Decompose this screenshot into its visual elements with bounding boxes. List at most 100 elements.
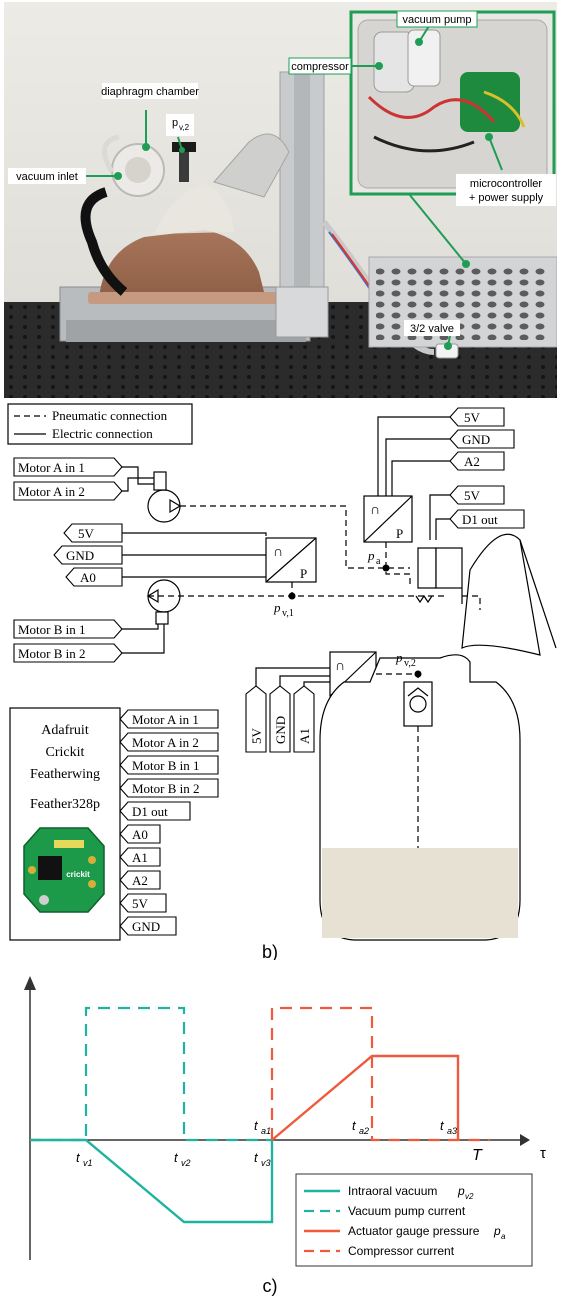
setup-photo-illustration: vacuum pump compressor diaphragm chamber… (4, 2, 557, 398)
wire-5v-sensor-v2 (255, 667, 330, 686)
tag-a0-left (65, 567, 123, 587)
board-tag-a1 (119, 847, 161, 867)
sensor-pa-diag (363, 495, 413, 543)
tick-ta2-sub: a2 (359, 1126, 369, 1136)
board-tag-a2 (119, 870, 161, 890)
schematic-svg: Pneumatic connection Electric connection… (7, 403, 557, 962)
tag-gnd-vertical (269, 685, 291, 753)
pin-label-5v-left: 5V (78, 526, 95, 541)
series-actuator-pressure (271, 1054, 460, 1141)
wire-motor-a-in1 (122, 466, 156, 485)
y-axis-arrow (24, 976, 36, 990)
leader-microcontroller (488, 136, 503, 171)
legend-pneumatic-label: Pneumatic connection (52, 408, 168, 423)
label-box-vacuum-pump (396, 10, 478, 28)
board-picture (23, 827, 105, 913)
label-box-valve (404, 320, 460, 336)
board-line4: Feather328p (30, 797, 100, 812)
tick-ta3-sub: a3 (447, 1126, 457, 1136)
tick-tv3-main: t (254, 1150, 259, 1165)
timing-chart: t v1 t v2 t v3 t a1 t a2 t a3 T τ Intrao… (0, 960, 561, 1303)
tick-ta2-main: t (352, 1118, 357, 1133)
label-diaphragm-chamber: diaphragm chamber (101, 86, 199, 98)
vacuum-pump-motor (155, 611, 169, 625)
aluminium-column-slot (294, 72, 310, 317)
label-microcontroller-line1: microcontroller (470, 178, 542, 190)
tag-a1-vertical (293, 685, 315, 753)
enclosure-vents (376, 264, 551, 340)
pneumatic-compressor-to-valve (180, 505, 410, 569)
sensor-pa-p: P (396, 526, 403, 541)
tag-gnd-left (53, 545, 123, 565)
board-pin-motor-a-in2: Motor A in 2 (132, 735, 199, 750)
valve-body-symbol (435, 547, 463, 589)
board-tag-a0 (119, 824, 161, 844)
label-pv2-main: p (172, 117, 178, 129)
board-tag-motor-b-in1 (119, 755, 219, 775)
tick-tv2-main: t (174, 1150, 179, 1165)
board-pin-d1-out: D1 out (132, 804, 168, 819)
tag-motor-a-in1 (13, 457, 123, 477)
valve-solenoid (417, 547, 437, 589)
wire-motor-b-in2 (122, 618, 165, 654)
board-pin-gnd: GND (132, 919, 160, 934)
pin-label-motor-a-in2: Motor A in 2 (18, 484, 85, 499)
legend-label-actuator-sub: a (501, 1232, 506, 1241)
series-intraoral-vacuum (30, 1138, 274, 1224)
board-tag-gnd (119, 916, 177, 936)
board-pin-a2: A2 (132, 873, 148, 888)
check-valve-seat (407, 687, 429, 697)
label-pv2-sub: v,2 (179, 123, 190, 132)
board-pin-a1: A1 (132, 850, 148, 865)
dot-diaphragm (142, 143, 150, 151)
label-vacuum-inlet: vacuum inlet (16, 171, 78, 183)
inset-pcb (460, 72, 520, 132)
check-valve-ball (409, 695, 427, 713)
legend-label-vacuum-current: Vacuum pump current (348, 1204, 466, 1218)
tick-T: T (472, 1147, 483, 1164)
wire-a1-sensor-v2 (303, 681, 330, 686)
black-cable (80, 187, 128, 296)
dot-compressor (375, 62, 383, 70)
pin-label-motor-b-in2: Motor B in 2 (18, 646, 86, 661)
breast-shield (461, 533, 541, 656)
x-axis-label: τ (540, 1145, 546, 1162)
legend-box (7, 403, 193, 445)
inset-yellow-wires (483, 90, 526, 128)
board-line2: Crickit (46, 745, 85, 760)
panel-label-b: b) (262, 942, 278, 960)
tag-motor-b-in1 (13, 619, 123, 639)
compressor-arrow (169, 498, 182, 514)
board-tag-motor-a-in1 (119, 709, 219, 729)
node-pv1 (288, 592, 296, 600)
bottle-milk (322, 848, 518, 938)
series-compressor-current (270, 1006, 490, 1142)
legend-label-compressor: Compressor current (348, 1244, 455, 1258)
pin-label-d1-valve: D1 out (462, 512, 498, 527)
board-pin-a0: A0 (132, 827, 148, 842)
tick-tv1-main: t (76, 1150, 81, 1165)
board-tag-d1-out (119, 801, 191, 821)
pressure-sensor-head (172, 142, 196, 152)
label-compressor: compressor (291, 61, 349, 73)
tick-tv1-sub: v1 (83, 1158, 93, 1168)
wire-motor-a-in2 (122, 477, 156, 492)
sensor-pv1-p: P (300, 566, 307, 581)
board-chip-text: crickit (66, 870, 90, 879)
pin-label-5v-top: 5V (464, 410, 481, 425)
wire-d1-valve (435, 518, 450, 540)
inset-vacuum-pump (407, 29, 441, 87)
wire-5v-valve (429, 494, 450, 540)
label-pv2-main: p (395, 650, 403, 665)
board-pin-motor-b-in2: Motor B in 2 (132, 781, 200, 796)
inset-black-wires (373, 135, 475, 153)
pin-label-motor-b-in1: Motor B in 1 (18, 622, 86, 637)
timing-chart-svg: t v1 t v2 t v3 t a1 t a2 t a3 T τ Intrao… (24, 976, 546, 1296)
label-box-pv2 (166, 114, 194, 136)
pin-label-gnd-left: GND (66, 548, 94, 563)
label-pa-main: p (367, 548, 375, 563)
inset-red-wires (367, 95, 496, 123)
legend-label-intraoral: Intraoral vacuum (348, 1184, 437, 1198)
valve-spring-zigzag (415, 594, 433, 604)
node-pv2 (414, 670, 422, 678)
